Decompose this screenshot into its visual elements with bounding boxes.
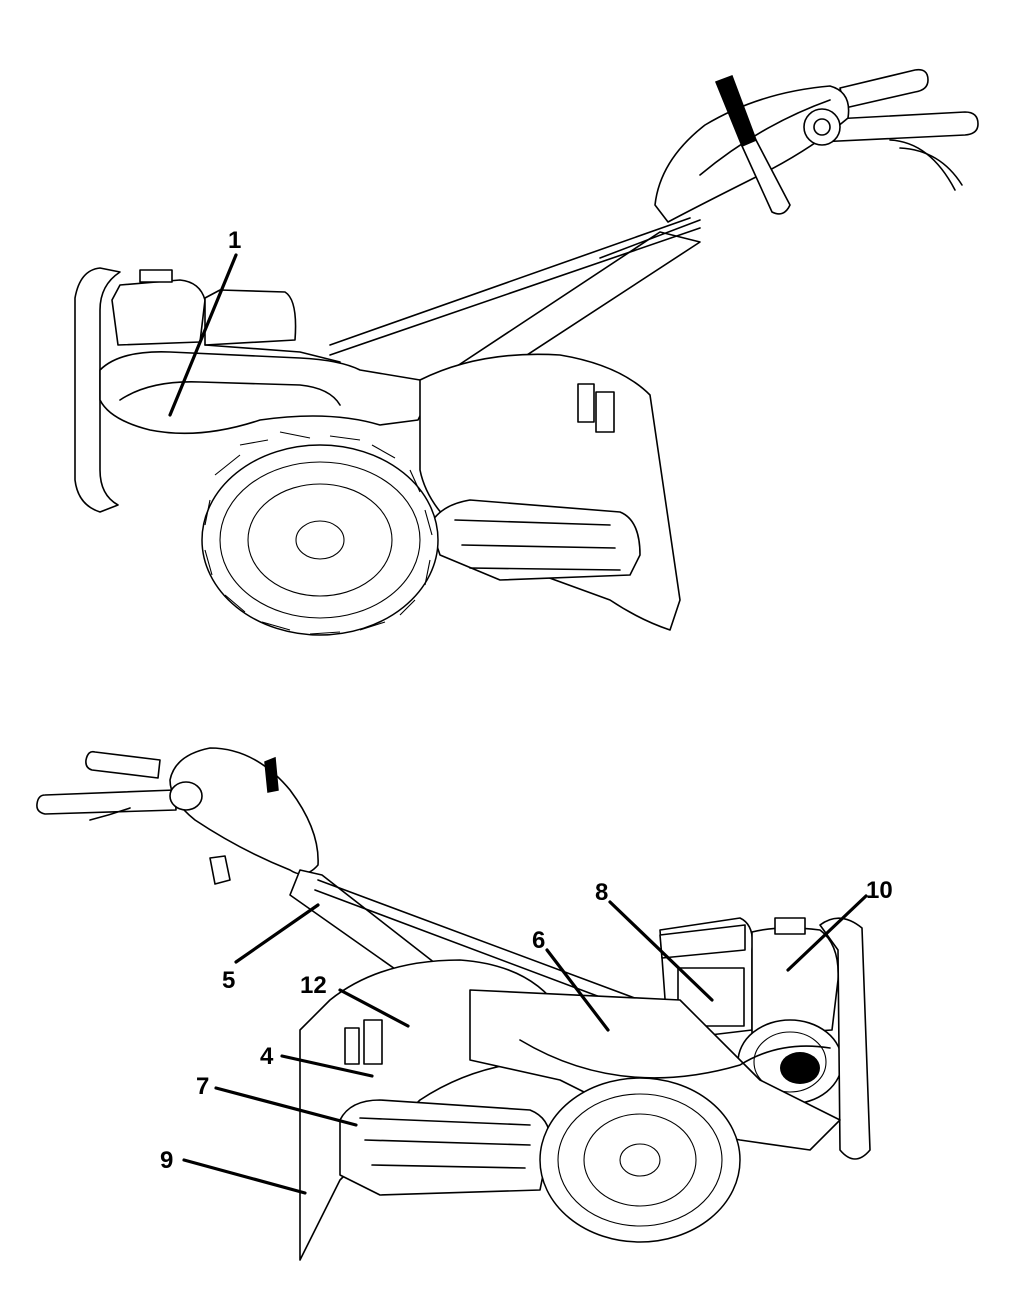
callout-6-leader (545, 948, 610, 1032)
side-plate-top (429, 499, 641, 581)
handlebar-console-bottom (169, 747, 319, 875)
callout-4-leader (280, 1054, 374, 1078)
callout-9: 9 (160, 1147, 173, 1174)
tine-shield-top (419, 353, 681, 631)
tiller-top-view: 1 (74, 68, 979, 636)
callout-8: 8 (595, 879, 608, 906)
wheel-bottom (539, 1077, 741, 1243)
callout-6-group: 6 (532, 927, 610, 1032)
callout-4-group: 4 (260, 1043, 374, 1078)
callout-5-leader (234, 903, 320, 964)
callout-7-group: 7 (196, 1073, 358, 1127)
callout-5-group: 5 (222, 903, 320, 994)
callout-5: 5 (222, 967, 235, 994)
callout-8-leader (608, 900, 714, 1002)
callout-12: 12 (300, 972, 327, 999)
callout-1: 1 (228, 227, 241, 254)
wheel-top (201, 431, 439, 636)
callout-10-leader (786, 894, 868, 972)
callout-12-group: 12 (300, 972, 410, 1028)
callout-1-leader (168, 253, 238, 417)
callout-10: 10 (866, 877, 893, 904)
engine-bottom-view (659, 917, 843, 1105)
callout-1-group: 1 (168, 227, 241, 417)
black-lever-bottom (264, 756, 279, 793)
callout-10-group: 10 (786, 877, 893, 972)
front-bumper-bottom (819, 917, 871, 1160)
body-frame-bottom (469, 989, 841, 1151)
engine-top-view (111, 269, 341, 363)
tiller-bottom-view: 8 10 6 5 12 4 7 9 (36, 747, 893, 1261)
front-bumper-top (74, 267, 121, 513)
tine-hood-body (99, 351, 426, 435)
callout-9-leader (182, 1158, 307, 1195)
handlebar-grips-top (814, 68, 979, 191)
callout-7: 7 (196, 1073, 209, 1100)
callout-9-group: 9 (160, 1147, 307, 1195)
handlebar-grips-bottom (36, 750, 177, 821)
callout-7-leader (214, 1086, 358, 1127)
side-plate-bottom (339, 1099, 551, 1196)
callout-8-group: 8 (595, 879, 714, 1002)
callout-4: 4 (260, 1043, 274, 1070)
callout-6: 6 (532, 927, 545, 954)
callout-12-leader (338, 988, 410, 1028)
